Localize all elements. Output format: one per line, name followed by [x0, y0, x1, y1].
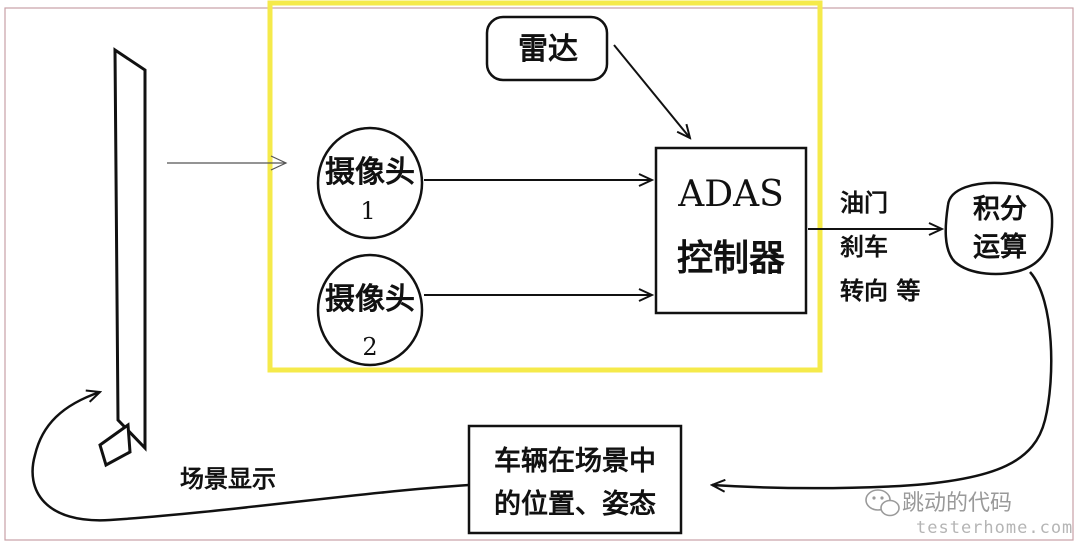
vehicle-state-line2: 的位置、姿态	[494, 488, 656, 520]
vehicle-state-node	[467, 424, 683, 535]
vehicle-state-line1: 车辆在场景中	[494, 445, 656, 477]
wechat-bubble-icon	[865, 489, 900, 517]
watermark-title: 跳动的代码	[902, 491, 1012, 516]
camera1-number: 1	[360, 197, 375, 225]
controller-label: 控制器	[677, 237, 786, 279]
watermark-subtitle: testerhome.com	[916, 518, 1073, 538]
radar-node	[485, 15, 609, 82]
adas-label: ADAS	[677, 174, 784, 215]
integral-node	[944, 181, 1054, 276]
radar-to-adas-arrow	[613, 44, 690, 138]
vehicle-to-display-arrow	[31, 392, 470, 522]
sensor-group-frame	[267, 0, 823, 373]
camera1-label: 摄像头	[325, 155, 415, 190]
outer-frame	[4, 7, 1074, 541]
integral-label-line2: 运算	[973, 231, 1027, 263]
integral-to-vehicle-arrow	[712, 271, 1053, 488]
camera1-node	[316, 126, 424, 240]
scene-display-label: 场景显示	[180, 464, 276, 493]
control-label-brake: 刹车	[840, 232, 888, 261]
display-screen-shape	[113, 47, 147, 452]
adas-controller-node	[654, 146, 808, 315]
control-label-steering: 转向 等	[840, 276, 920, 305]
radar-label: 雷达	[518, 32, 578, 67]
control-label-throttle: 油门	[840, 188, 888, 217]
camera2-number: 2	[362, 333, 377, 361]
display-screen-base	[98, 422, 132, 468]
watermark: 跳动的代码 testerhome.com	[865, 489, 1073, 538]
camera2-node	[316, 253, 424, 367]
camera2-label: 摄像头	[325, 282, 415, 317]
integral-label-line1: 积分	[973, 194, 1027, 225]
